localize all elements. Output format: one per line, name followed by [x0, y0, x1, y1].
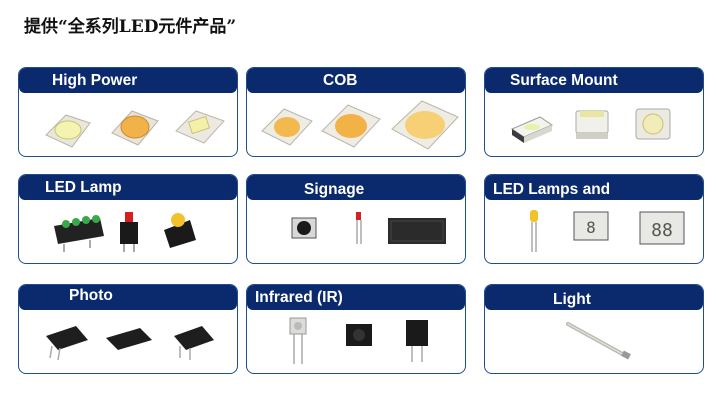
card-header-cob: COB	[247, 68, 465, 93]
card-header-signage: Signage	[247, 175, 465, 200]
card-header-photo: Photo	[19, 285, 237, 310]
card-image-led-lamps-and: 8 88	[485, 200, 703, 263]
card-led-lamp[interactable]: LED Lamp	[18, 174, 238, 264]
card-led-lamps-and[interactable]: LED Lamps and 8 88	[484, 174, 704, 264]
page-title: 提供“全系列LED元件产品”	[24, 17, 237, 37]
card-title-infrared: Infrared (IR)	[255, 289, 343, 306]
card-photo[interactable]: Photo	[18, 284, 238, 374]
card-light[interactable]: Light	[484, 284, 704, 374]
seven-segment-display-icon: 8 88	[530, 210, 685, 252]
infrared-sensor-icon	[289, 317, 428, 364]
svg-text:8: 8	[586, 218, 596, 237]
card-image-signage	[247, 200, 465, 263]
card-infrared[interactable]: Infrared (IR)	[246, 284, 466, 374]
photocoupler-icon	[46, 326, 214, 361]
card-header-surface-mount: Surface Mount	[485, 68, 703, 93]
card-title-led-lamp: LED Lamp	[45, 179, 122, 196]
card-signage[interactable]: Signage	[246, 174, 466, 264]
high-power-led-icon	[45, 110, 225, 148]
card-image-surface-mount	[485, 93, 703, 156]
light-pipe-icon	[566, 322, 631, 360]
card-title-signage: Signage	[304, 181, 365, 198]
led-lamp-icon	[54, 212, 196, 252]
svg-text:88: 88	[651, 220, 673, 241]
card-header-led-lamp: LED Lamp	[19, 175, 237, 200]
card-title-photo: Photo	[69, 287, 113, 304]
card-header-high-power: High Power	[19, 68, 237, 93]
card-image-infrared	[247, 310, 465, 373]
card-image-led-lamp	[19, 200, 237, 263]
card-image-photo	[19, 310, 237, 373]
card-image-light	[485, 310, 703, 373]
card-header-light: Light	[485, 285, 703, 310]
card-title-high-power: High Power	[52, 72, 138, 89]
cob-led-icon	[261, 100, 459, 150]
card-cob[interactable]: COB	[246, 67, 466, 157]
card-high-power[interactable]: High Power	[18, 67, 238, 157]
card-image-cob	[247, 93, 465, 156]
card-title-light: Light	[553, 291, 591, 308]
card-title-cob: COB	[323, 72, 358, 89]
card-surface-mount[interactable]: Surface Mount	[484, 67, 704, 157]
card-title-surface-mount: Surface Mount	[510, 72, 618, 89]
smd-led-icon	[510, 108, 671, 143]
signage-led-icon	[291, 212, 446, 244]
card-header-infrared: Infrared (IR)	[247, 285, 465, 310]
card-header-led-lamps-and: LED Lamps and	[485, 175, 703, 200]
card-image-high-power	[19, 93, 237, 156]
card-title-led-lamps-and: LED Lamps and	[493, 181, 611, 198]
